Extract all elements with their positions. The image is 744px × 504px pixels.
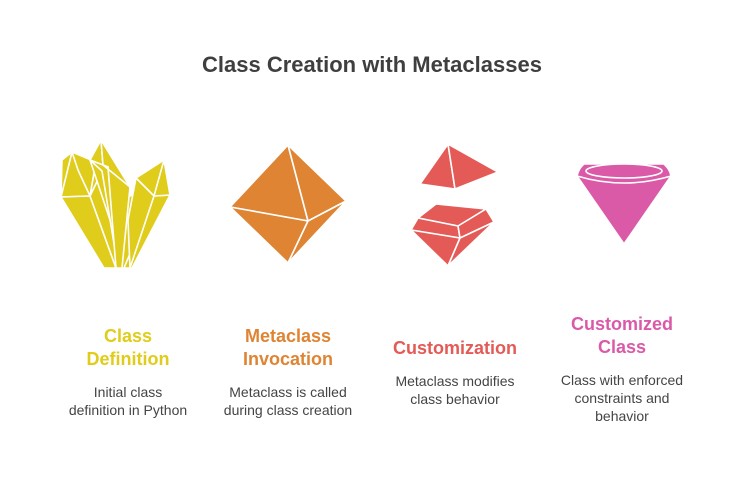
step-description: during class creation — [223, 402, 353, 418]
step-description: Metaclass modifies — [395, 373, 515, 389]
step-title: Customization — [393, 338, 517, 358]
step-description: Class with enforced — [560, 372, 684, 388]
step-description: Metaclass is called — [229, 384, 347, 400]
octahedron-icon — [229, 144, 347, 264]
step-metaclass-invocation: Metaclass Invocation Metaclass is called… — [203, 325, 373, 419]
step-description: Initial class — [93, 384, 163, 400]
step-title: Definition — [86, 349, 170, 369]
step-description: constraints and — [574, 390, 670, 406]
diagram-title: Class Creation with Metaclasses — [202, 52, 542, 77]
step-description: definition in Python — [68, 402, 188, 418]
diamond-icon — [576, 163, 672, 245]
step-customization: Customization Metaclass modifies class b… — [370, 337, 540, 408]
step-customized-class: Customized Class Class with enforced con… — [537, 313, 707, 425]
step-title: Class — [103, 326, 153, 346]
step-class-definition: Class Definition Initial class definitio… — [43, 325, 213, 419]
step-description: behavior — [595, 408, 649, 424]
step-title: Invocation — [242, 349, 333, 369]
step-description: class behavior — [410, 391, 500, 407]
step-title: Customized — [570, 314, 673, 334]
step-title: Metaclass — [244, 326, 332, 346]
split-gem-icon — [410, 143, 499, 267]
crystal-cluster-icon — [60, 140, 171, 269]
step-title: Class — [597, 337, 647, 357]
